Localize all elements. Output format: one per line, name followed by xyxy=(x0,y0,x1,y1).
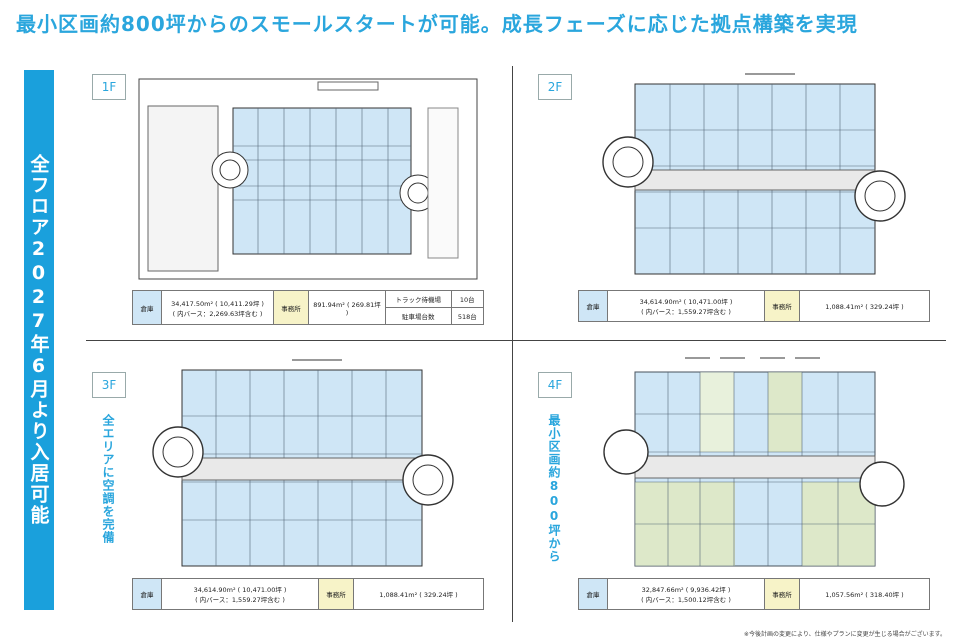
floor-info-1f: 倉庫 34,417.50m² ( 10,411.29坪 ) ( 内バース：2,2… xyxy=(132,290,485,325)
floor-plan-4f xyxy=(600,352,910,570)
warehouse-note: ( 内バース：1,500.12坪含む ) xyxy=(641,596,731,604)
truck-label: トラック待機場 xyxy=(385,290,452,308)
floor-plan-1f xyxy=(138,78,478,280)
warehouse-note: ( 内バース：1,559.27坪含む ) xyxy=(641,308,731,316)
floor-info-3f: 倉庫 34,614.90m² ( 10,471.00坪 ) ( 内バース：1,5… xyxy=(132,578,484,610)
warehouse-label: 倉庫 xyxy=(578,290,608,322)
floor-label-1f: 1F xyxy=(92,74,126,100)
office-area: 1,057.56m² ( 318.40坪 ) xyxy=(799,578,930,610)
divider-vertical xyxy=(512,66,513,622)
office-label: 事務所 xyxy=(764,578,800,610)
office-label: 事務所 xyxy=(318,578,354,610)
floor-info-2f: 倉庫 34,614.90m² ( 10,471.00坪 ) ( 内バース：1,5… xyxy=(578,290,930,322)
office-label: 事務所 xyxy=(273,290,309,325)
floor-plan-2f xyxy=(600,70,910,278)
warehouse-note: ( 内バース：2,269.63坪含む ) xyxy=(172,309,263,318)
warehouse-label: 倉庫 xyxy=(132,578,162,610)
footnote: ※今後計画の変更により、仕様やプランに変更が生じる場合がございます。 xyxy=(743,631,946,638)
floor-plan-3f xyxy=(152,356,462,570)
office-label: 事務所 xyxy=(764,290,800,322)
divider-horizontal xyxy=(86,340,946,341)
floor-label-4f: 4F xyxy=(538,372,572,398)
office-area: 891.94m² ( 269.81坪 ) xyxy=(308,290,386,325)
note-air-conditioning: 全エリアに空調を完備 xyxy=(101,414,115,544)
headline: 最小区画約800坪からのスモールスタートが可能。成長フェーズに応じた拠点構築を実… xyxy=(16,12,858,36)
warehouse-note: ( 内バース：1,559.27坪含む ) xyxy=(195,596,285,604)
floor-info-4f: 倉庫 32,847.66m² ( 9,936.42坪 ) ( 内バース：1,50… xyxy=(578,578,930,610)
warehouse-area: 34,614.90m² ( 10,471.00坪 ) xyxy=(193,586,287,594)
parking-value: 518台 xyxy=(450,307,485,325)
warehouse-area: 34,417.50m² ( 10,411.29坪 ) xyxy=(171,299,264,308)
floor-label-2f: 2F xyxy=(538,74,572,100)
parking-label: 駐車場台数 xyxy=(385,307,452,325)
warehouse-label: 倉庫 xyxy=(578,578,608,610)
warehouse-area: 34,614.90m² ( 10,471.00坪 ) xyxy=(639,298,733,306)
office-area: 1,088.41m² ( 329.24坪 ) xyxy=(799,290,930,322)
floor-label-3f: 3F xyxy=(92,372,126,398)
truck-value: 10台 xyxy=(450,290,485,308)
office-area: 1,088.41m² ( 329.24坪 ) xyxy=(353,578,484,610)
warehouse-area: 32,847.66m² ( 9,936.42坪 ) xyxy=(641,586,731,594)
warehouse-label: 倉庫 xyxy=(132,290,162,325)
note-minimum-unit: 最小区画約800坪から xyxy=(547,414,561,563)
availability-banner: 全フロア2027年6月より入居可能 xyxy=(24,70,54,610)
